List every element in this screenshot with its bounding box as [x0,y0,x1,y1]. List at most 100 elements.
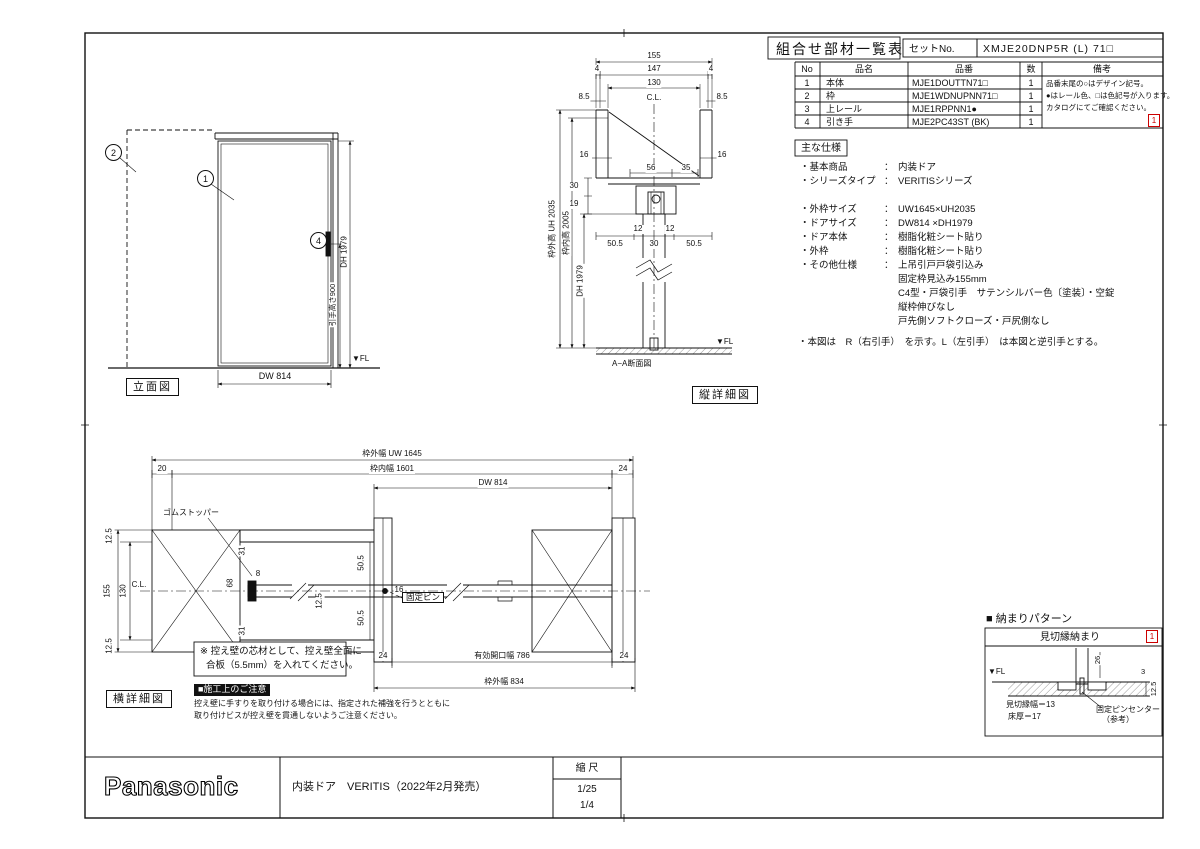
parts-table-grid [767,36,1164,157]
dim-56: 56 [645,163,657,173]
spec-label: ・外枠サイズ [800,204,857,215]
dim-30: 30 [648,239,660,249]
elevation-view [108,129,380,388]
balloon-2: 2 [105,144,122,161]
scale-value-1: 1/25 [577,784,597,795]
dim-12-5: 12.5 [314,592,325,610]
dim-door-width: DW 814 [257,371,293,382]
vertical-detail-view [556,58,732,355]
dim-8: 8 [254,569,262,579]
note-plywood-line: 合板（5.5mm）を入れてください。 [206,660,358,671]
dim-16: 16 [716,150,728,160]
pin-center-label-sub: （参考） [1102,715,1134,724]
spec-label: ・外枠 [800,246,829,257]
construction-note-line: 控え壁に手すりを取り付ける場合には、指定された補強を行うとともに [194,699,450,708]
table-row: 1 [1028,104,1034,114]
construction-note-line: 取り付けビスが控え壁を貫通しないようご注意ください。 [194,711,402,720]
construction-note-title: ■施工上のご注意 [194,684,271,696]
spec-value: 樹脂化粧シート貼り [898,246,984,257]
spec-separator: ： [884,204,894,215]
table-row: MJE2PC43ST (BK) [912,117,990,127]
scale-label: 縮 尺 [575,763,599,774]
table-row: MJE1RPPNN1● [912,104,977,114]
dim-frame-outer-height: 枠外高 UH 2035 [547,199,558,259]
spec-label: ・シリーズタイプ [800,176,876,187]
col-header-remark: 備考 [1092,64,1112,74]
centerline-label: C.L. [645,93,663,103]
remark-line: ●はレール色、□は色記号が入ります。 [1046,91,1175,100]
col-header-no: No [801,64,813,74]
spec-separator: ： [884,218,894,229]
dim-12-5: 12.5 [104,527,115,545]
product-title: 内装ドア VERITIS（2022年2月発売） [292,781,487,793]
balloon-1: 1 [197,170,214,187]
pattern-section-title: ■ 納まりパターン [986,613,1073,625]
parts-list-title: 組合せ部材一覧表 [776,41,904,57]
floor-thickness-label: 床厚＝17 [1008,712,1041,721]
spec-value: 内装ドア [898,162,937,173]
table-row: 1 [1028,91,1034,101]
dim-frame-outer-width: 枠外幅 UW 1645 [361,449,423,459]
pin-center-label: 固定ピンセンター [1096,705,1160,714]
pattern-detail-view [984,627,1163,737]
balloon-4: 4 [310,232,327,249]
trim-width-label: 見切縁幅＝13 [1006,700,1055,709]
table-row: 3 [804,104,810,114]
dim-3: 3 [1140,667,1147,677]
spec-extra-line: 固定枠見込み155mm [898,274,987,285]
dim-24: 24 [377,651,389,661]
dim-155: 155 [102,583,113,599]
dim-12-5: 12.5 [1148,680,1159,698]
floor-level-mark: ▼FL [352,354,370,363]
table-row: 引き手 [826,117,854,127]
table-row: 1 [1028,117,1034,127]
dim-31: 31 [237,625,248,637]
set-no-label: セットNo. [909,44,955,55]
dim-16: 16 [578,150,590,160]
dim-door-height: DH 1979 [339,235,350,269]
handing-note: ・本図は R（右引手） を示す。L（左引手） は本図と逆引手とする。 [798,337,1104,348]
spec-label: ・その他仕様 [800,260,858,271]
specs-title: 主な仕様 [801,143,841,154]
spec-value: 上吊引戸戸袋引込み [898,260,984,271]
caption-elevation: 立面図 [126,378,179,397]
dim-4: 4 [593,64,601,74]
dim-8-5: 8.5 [577,92,591,102]
scale-value-2: 1/4 [580,800,594,811]
remark-line: カタログにてご確認ください。 [1046,103,1151,112]
remark-line: 品番末尾の○はデザイン記号。 [1046,79,1149,88]
spec-separator: ： [884,176,894,187]
dim-handle-height: 引手高さ900 [327,282,338,328]
note-plywood-line: ※ 控え壁の芯材として、控え壁全面に [200,646,362,657]
floor-level-mark: ▼FL [988,667,1006,676]
dim-16: 16 [393,585,405,595]
spec-label: ・基本商品 [800,162,848,173]
dim-24: 24 [617,464,629,474]
dim-50-5: 50.5 [685,239,703,249]
dim-19: 19 [568,199,580,209]
dim-frame-inner-width: 枠内幅 1601 [368,464,416,474]
table-row: MJE1DOUTTN71□ [912,78,988,88]
dim-8-5: 8.5 [715,92,729,102]
table-row: 本体 [826,78,845,88]
spec-separator: ： [884,246,894,257]
table-row: 1 [1028,78,1034,88]
spec-value: VERITISシリーズ [898,176,973,187]
dim-147: 147 [646,64,662,74]
dim-frame-inner-height: 枠内高 2005 [561,209,572,257]
dim-effective-opening: 有効開口幅 786 [473,651,531,661]
spec-extra-line: 戸先側ソフトクローズ・戸尻側なし [898,316,1050,327]
col-header-qty: 数 [1026,64,1036,74]
spec-value: UW1645×UH2035 [898,204,976,215]
spec-separator: ： [884,232,894,243]
dim-130: 130 [118,583,129,599]
col-header-code: 品番 [954,64,974,74]
dim-door-width: DW 814 [477,478,509,488]
section-caption: A−A断面図 [612,359,652,368]
dim-30: 30 [568,181,580,191]
dim-12: 12 [632,224,644,234]
spec-separator: ： [884,162,894,173]
table-row: 2 [804,91,810,101]
